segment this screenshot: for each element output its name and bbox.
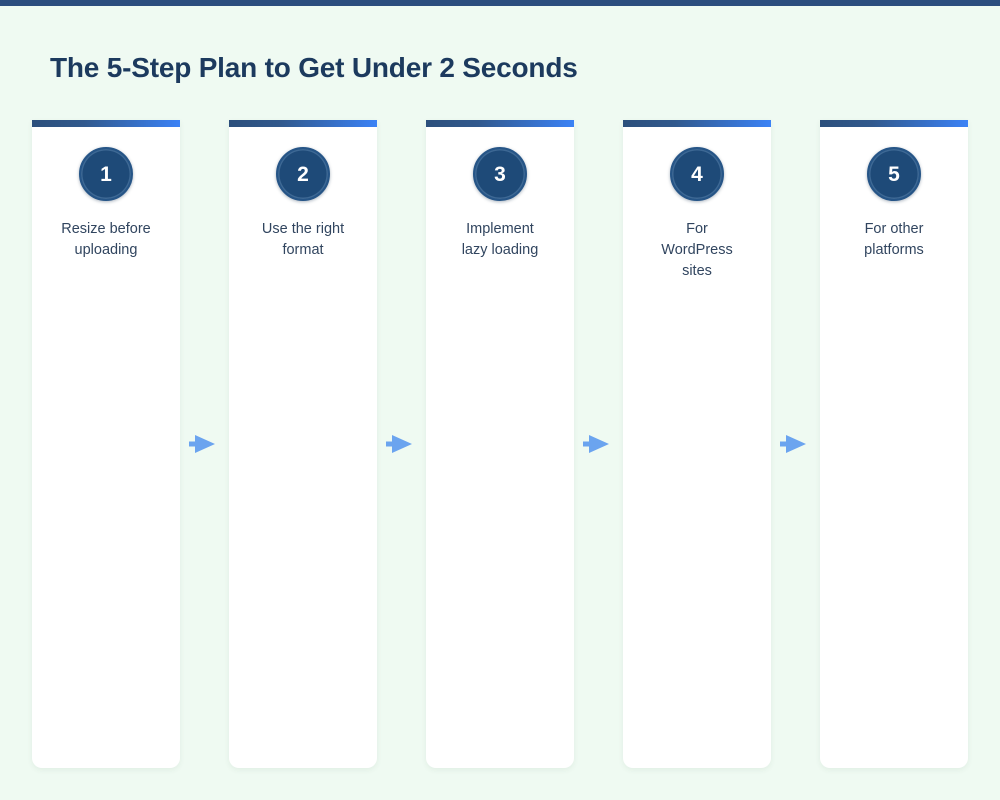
top-accent-bar: [0, 0, 1000, 6]
step-label: For other platforms: [864, 221, 924, 258]
card-accent-bar: [426, 120, 574, 127]
step-card-5[interactable]: 5 For other platforms: [820, 120, 968, 768]
steps-row: 1 Resize before uploading 2 Use the righ…: [32, 120, 968, 770]
step-number-badge: 5: [867, 147, 921, 201]
step-card-2[interactable]: 2 Use the right format: [229, 120, 377, 768]
step-label: Implement lazy loading: [461, 221, 539, 258]
card-accent-bar: [820, 120, 968, 127]
step-card-4[interactable]: 4 For WordPress sites: [623, 120, 771, 768]
card-accent-bar: [32, 120, 180, 127]
step-number-badge: 3: [473, 147, 527, 201]
arrow-right-icon: [189, 433, 221, 455]
step-number-badge: 1: [79, 147, 133, 201]
arrow-right-icon: [583, 433, 615, 455]
card-accent-bar: [229, 120, 377, 127]
card-accent-bar: [623, 120, 771, 127]
step-number-badge: 2: [276, 147, 330, 201]
step-label: Resize before uploading: [61, 221, 151, 258]
page-title: The 5-Step Plan to Get Under 2 Seconds: [50, 51, 578, 83]
arrow-right-icon: [780, 433, 812, 455]
step-card-1[interactable]: 1 Resize before uploading: [32, 120, 180, 768]
step-number-badge: 4: [670, 147, 724, 201]
step-card-3[interactable]: 3 Implement lazy loading: [426, 120, 574, 768]
step-label: For WordPress sites: [661, 221, 733, 279]
arrow-right-icon: [386, 433, 418, 455]
step-label: Use the right format: [261, 221, 345, 258]
